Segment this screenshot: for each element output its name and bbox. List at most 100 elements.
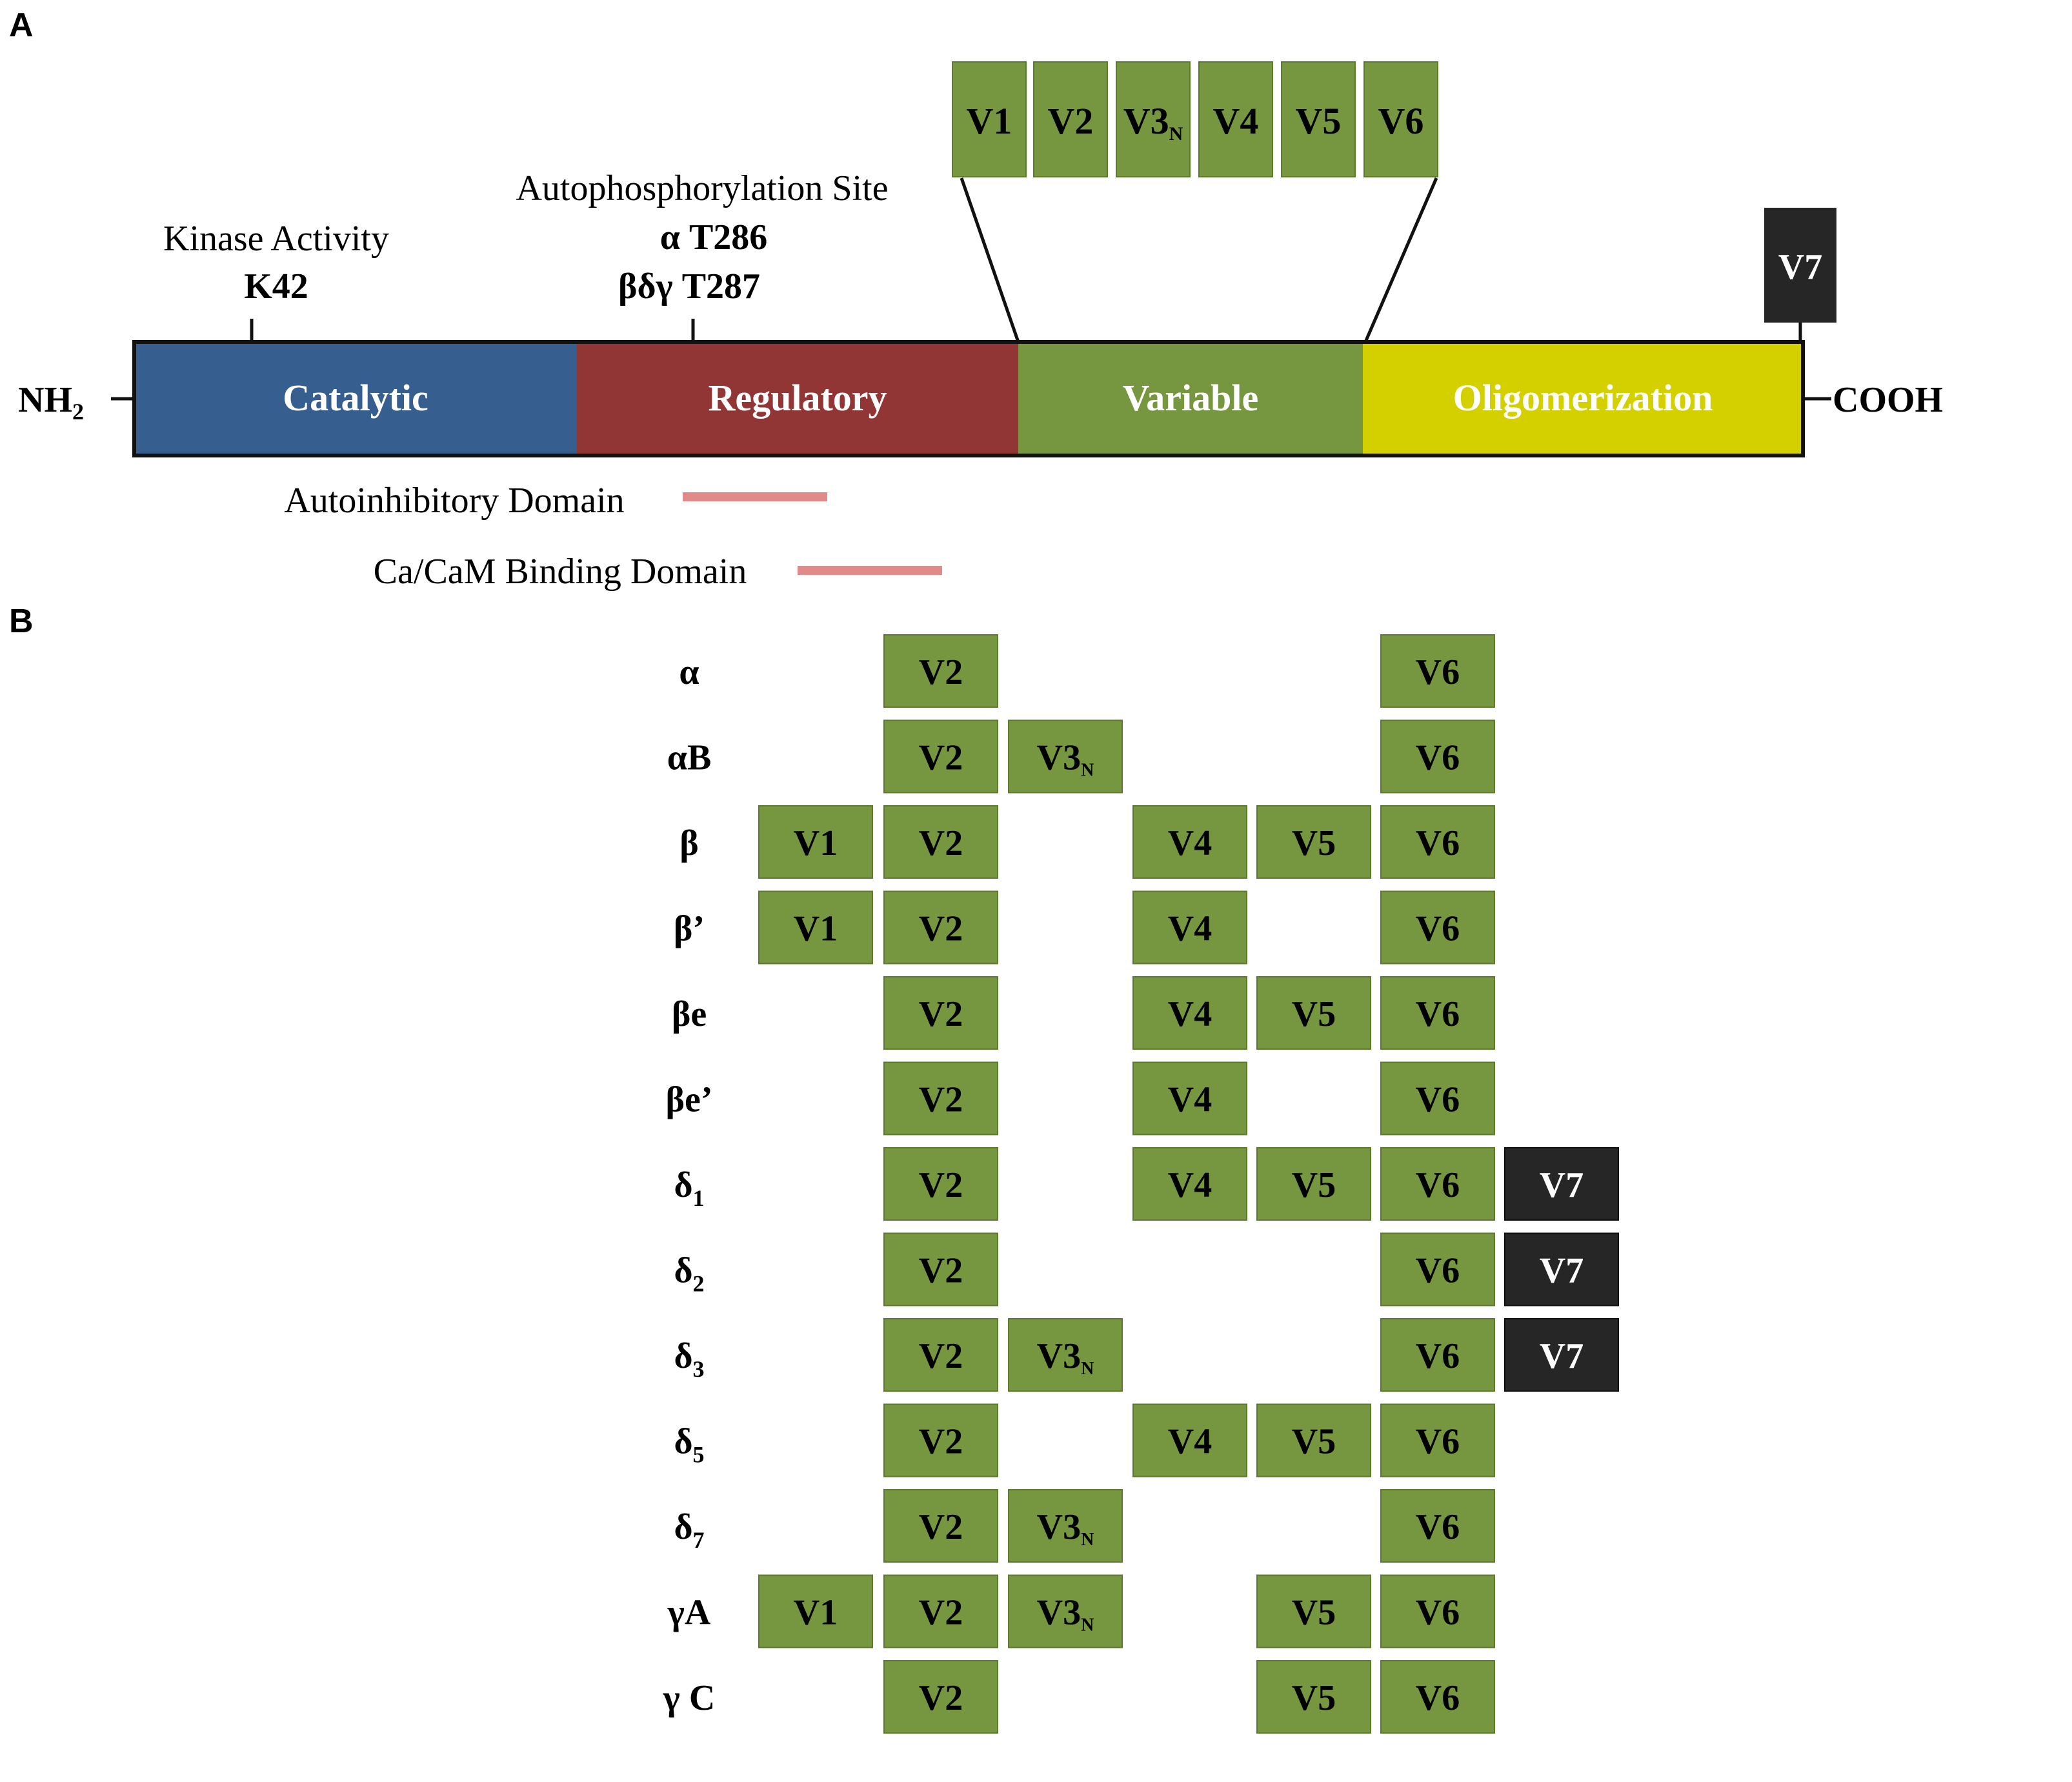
exon-cell-box: [883, 634, 998, 708]
exon-cell-box: [1504, 1318, 1619, 1392]
exon-cell-label: V4: [1168, 1080, 1212, 1120]
exon-cell-label: V6: [1416, 1507, 1460, 1547]
expansion-line-right: [1363, 177, 1438, 343]
exon-cell-v3: V3N: [1008, 1318, 1123, 1392]
exon-cell-v6: V6: [1380, 1574, 1495, 1648]
isoform-label: βe: [672, 994, 707, 1034]
exon-cell-box: [1008, 1489, 1123, 1563]
exon-cell-label: V2: [919, 1593, 963, 1633]
exon-cell-box: [883, 1574, 998, 1648]
variable-exon-box: [1281, 61, 1356, 177]
exon-cell-v7: V7: [1504, 1318, 1619, 1392]
exon-cell-v6: V6: [1380, 719, 1495, 794]
exon-cell-label: V5: [1292, 994, 1336, 1034]
autophosphorylation-alpha-site: α T286: [660, 217, 768, 257]
cam-binding-domain-label: Ca/CaM Binding Domain: [374, 552, 747, 592]
exon-cell-box: [758, 805, 873, 879]
exon-cell-v6: V6: [1380, 805, 1495, 879]
exon-cell-v6: V6: [1380, 1318, 1495, 1392]
exon-cell-v5: V5: [1256, 1660, 1371, 1734]
exon-cell-label: V6: [1416, 994, 1460, 1034]
exon-cell-v2: V2: [883, 1147, 998, 1221]
exon-cell-label: V3N: [1037, 1336, 1094, 1379]
exon-cell-box: [883, 805, 998, 879]
exon-cell-box: [1008, 1574, 1123, 1648]
exon-cell-label: V2: [919, 1336, 963, 1376]
catalytic-domain-label: Catalytic: [283, 377, 428, 419]
exon-cell-label: V7: [1540, 1251, 1584, 1291]
isoform-label: αB: [667, 738, 712, 778]
exon-cell-box: [1380, 1147, 1495, 1221]
variable-exon-label: V4: [1213, 100, 1259, 142]
exon-cell-v2: V2: [883, 719, 998, 794]
exon-cell-box: [1504, 1147, 1619, 1221]
variable-exon-label: V5: [1296, 100, 1342, 142]
exon-cell-box: [1380, 1489, 1495, 1563]
exon-cell-v2: V2: [883, 805, 998, 879]
exon-cell-label: V6: [1416, 1593, 1460, 1633]
exon-cell-box: [1380, 976, 1495, 1050]
kinase-site-label: K42: [244, 266, 308, 306]
isoform-row: δ2 V2 V6 V7: [674, 1232, 1619, 1306]
exon-cell-v2: V2: [883, 1232, 998, 1306]
exon-cell-box: [1256, 976, 1371, 1050]
exon-cell-box: [1380, 719, 1495, 794]
variable-exon-v3: V3N: [1116, 61, 1191, 177]
exon-cell-v6: V6: [1380, 1232, 1495, 1306]
autoinhibitory-domain-label: Autoinhibitory Domain: [284, 481, 624, 521]
exon-cell-box: [883, 1232, 998, 1306]
exon-cell-v5: V5: [1256, 1147, 1371, 1221]
expansion-line-left: [960, 177, 1020, 343]
exon-cell-label: V6: [1416, 823, 1460, 863]
variable-exon-label: V1: [967, 100, 1012, 142]
exon-cell-v2: V2: [883, 1489, 998, 1563]
exon-cell-label: V5: [1292, 1678, 1336, 1718]
exon-cell-label: V6: [1416, 652, 1460, 692]
exon-cell-v6: V6: [1380, 1147, 1495, 1221]
exon-cell-v1: V1: [758, 805, 873, 879]
exon-cell-v6: V6: [1380, 976, 1495, 1050]
autophosphorylation-title: Autophosphorylation Site: [516, 168, 888, 208]
isoform-label: βe’: [665, 1080, 712, 1120]
exon-cell-label: V5: [1292, 1593, 1336, 1633]
exon-cell-box: [883, 1147, 998, 1221]
exon-cell-label: V4: [1168, 1165, 1212, 1205]
isoform-label: δ5: [674, 1422, 704, 1468]
exon-cell-label: V1: [794, 823, 838, 863]
exon-cell-box: [1380, 1403, 1495, 1477]
exon-cell-label: V2: [919, 1080, 963, 1120]
exon-cell-box: [883, 1489, 998, 1563]
panel-a-label: A: [9, 6, 34, 44]
exon-cell-label: V3N: [1037, 738, 1094, 781]
variable-exon-box: [1198, 61, 1273, 177]
variable-exon-v5: V5: [1281, 61, 1356, 177]
exon-cell-label: V6: [1416, 909, 1460, 949]
variable-exon-box: [952, 61, 1027, 177]
exon-cell-v1: V1: [758, 890, 873, 965]
variable-exon-v6: V6: [1363, 61, 1438, 177]
exon-cell-box: [1132, 1061, 1247, 1136]
exon-cell-box: [1132, 1147, 1247, 1221]
exon-cell-box: [1256, 1403, 1371, 1477]
isoform-label: δ2: [674, 1251, 704, 1297]
exon-cell-v2: V2: [883, 1061, 998, 1136]
variable-exon-v1: V1: [952, 61, 1027, 177]
variable-exon-box: [1033, 61, 1108, 177]
variable-exon-label: V6: [1378, 100, 1424, 142]
exon-cell-v2: V2: [883, 634, 998, 708]
exon-cell-box: [1008, 1318, 1123, 1392]
exon-cell-label: V6: [1416, 1080, 1460, 1120]
exon-cell-v5: V5: [1256, 976, 1371, 1050]
panel-b-label: B: [9, 603, 34, 640]
catalytic-domain: [134, 342, 577, 456]
exon-cell-box: [1380, 1061, 1495, 1136]
exon-cell-v4: V4: [1132, 1403, 1247, 1477]
exon-cell-label: V4: [1168, 1422, 1212, 1462]
exon-cell-label: V1: [794, 1593, 838, 1633]
exon-cell-v4: V4: [1132, 890, 1247, 965]
